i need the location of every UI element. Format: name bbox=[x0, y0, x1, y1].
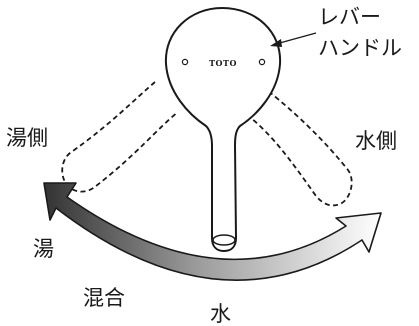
label-hot: 湯 bbox=[33, 237, 54, 261]
callout-leader bbox=[270, 32, 317, 47]
label-cold-side: 水側 bbox=[355, 129, 397, 153]
lever-handle: TOTO bbox=[164, 6, 282, 253]
callout-label-line2: ハンドル bbox=[318, 36, 402, 60]
lever-tip bbox=[212, 234, 236, 246]
mixing-range-arrow bbox=[43, 182, 382, 281]
callout-label-line1: レバー bbox=[318, 5, 381, 29]
screw-left-icon bbox=[181, 58, 189, 66]
label-mixed: 混合 bbox=[83, 286, 125, 310]
lever-position-hot-outline bbox=[61, 81, 179, 193]
brand-logo: TOTO bbox=[209, 58, 237, 68]
lever-position-cold-outline bbox=[245, 85, 353, 207]
label-hot-side: 湯側 bbox=[6, 126, 48, 150]
label-cold: 水 bbox=[210, 302, 231, 326]
screw-right-icon bbox=[258, 58, 266, 66]
